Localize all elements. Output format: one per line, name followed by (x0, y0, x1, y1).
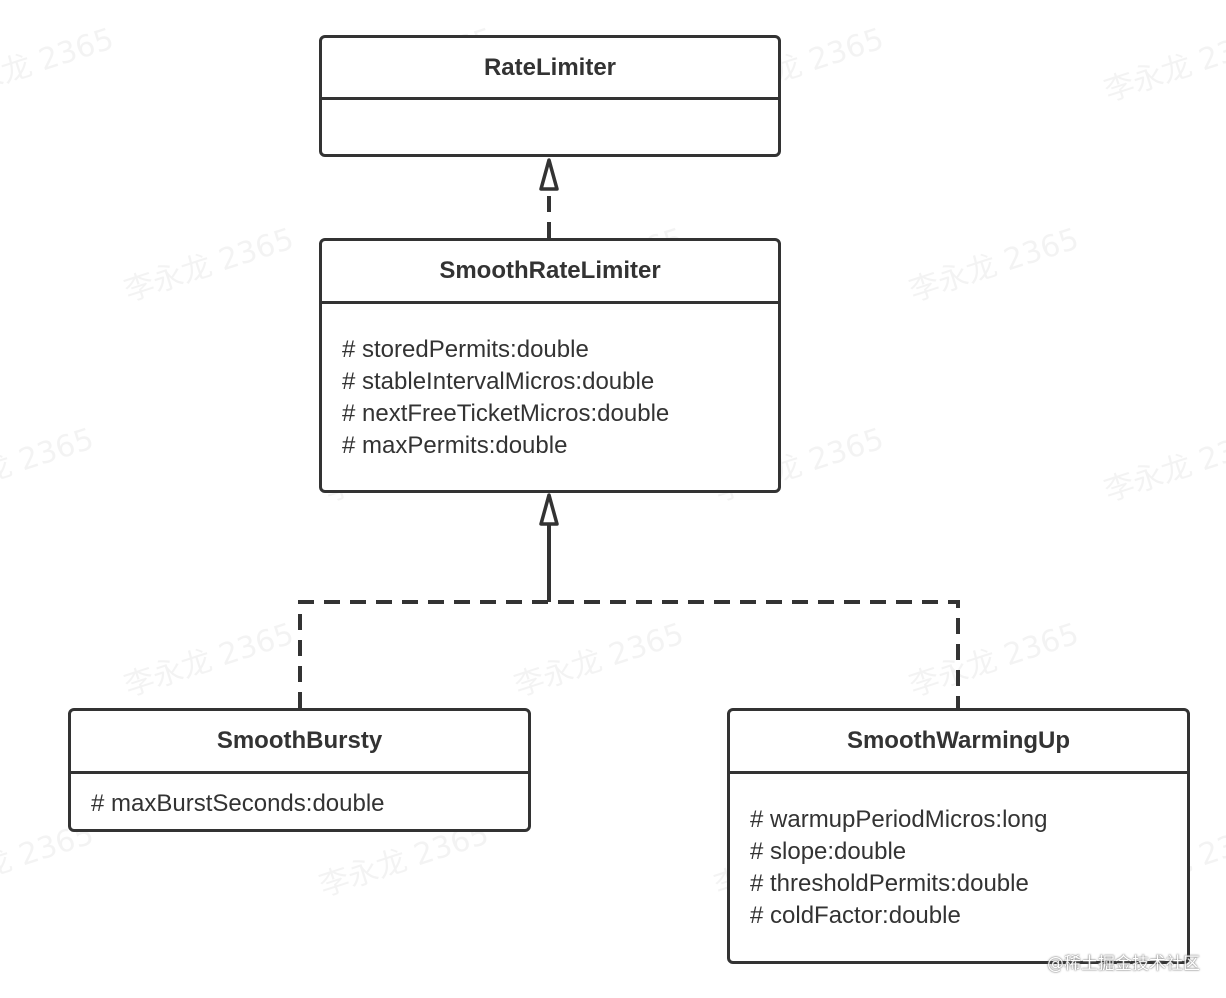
realization-arrow-children-to-smoothratelimiter (298, 493, 960, 708)
class-name: SmoothRateLimiter (322, 241, 778, 304)
class-attributes: # maxBurstSeconds:double (71, 774, 528, 820)
class-smoothwarmingup[interactable]: SmoothWarmingUp # warmupPeriodMicros:lon… (727, 708, 1190, 964)
attribute: # thresholdPermits:double (750, 870, 1029, 897)
attribute: # slope:double (750, 838, 907, 865)
attribute: # maxPermits:double (342, 432, 568, 459)
class-smoothbursty[interactable]: SmoothBursty # maxBurstSeconds:double (68, 708, 531, 832)
class-attributes-empty (322, 100, 778, 154)
class-attributes: # warmupPeriodMicros:long # slope:double… (730, 774, 1187, 932)
class-ratelimiter[interactable]: RateLimiter (319, 35, 781, 157)
class-attributes: # storedPermits:double # stableIntervalM… (322, 304, 778, 462)
class-name: RateLimiter (322, 38, 778, 100)
attribute: # coldFactor:double (750, 902, 961, 929)
attribute: # storedPermits:double (342, 336, 589, 363)
attribute: # warmupPeriodMicros:long (750, 806, 1048, 833)
class-name: SmoothBursty (71, 711, 528, 774)
attribute: # stableIntervalMicros:double (342, 368, 655, 395)
footer-credit: @稀土掘金技术社区 (1047, 954, 1200, 974)
class-smoothratelimiter[interactable]: SmoothRateLimiter # storedPermits:double… (319, 238, 781, 493)
class-name: SmoothWarmingUp (730, 711, 1187, 774)
attribute: # maxBurstSeconds:double (91, 790, 385, 817)
realization-arrow-smoothratelimiter-to-ratelimiter (539, 158, 559, 238)
attribute: # nextFreeTicketMicros:double (342, 400, 670, 427)
